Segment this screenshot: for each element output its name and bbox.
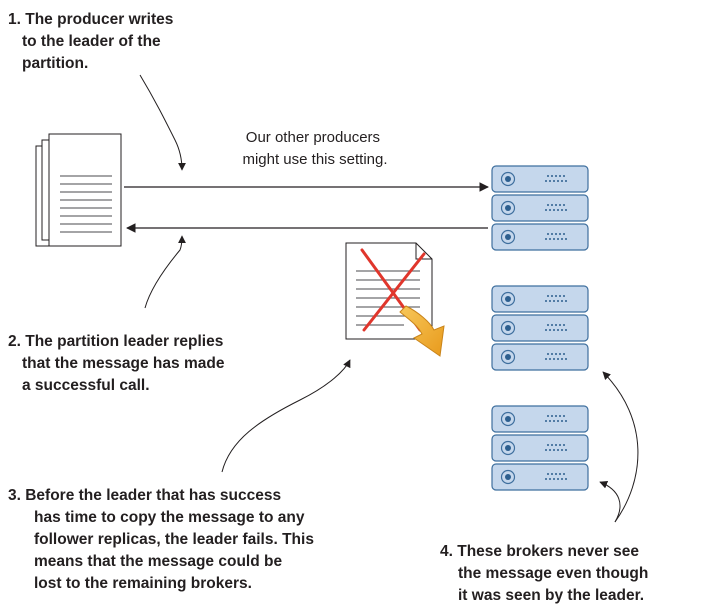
step4-line: it was seen by the leader.: [458, 587, 644, 604]
crossed-out-document-icon: [345, 242, 445, 357]
step3-callout: 3. Before the leader that has success ha…: [8, 487, 318, 592]
server-icon: [491, 463, 589, 491]
document-stack-icon: [35, 133, 122, 247]
leader-broker-stack: [491, 165, 589, 251]
step1-line: partition.: [22, 55, 88, 72]
step2-line: that the message has made: [22, 355, 225, 372]
step4-callout: 4. These brokers never see the message e…: [440, 543, 653, 604]
falling-arrow-icon: [399, 305, 445, 357]
step4-pointer: [602, 371, 639, 523]
step4-line: the message even though: [458, 565, 648, 582]
step2-line: a successful call.: [22, 377, 150, 394]
follower-broker-stack: [491, 405, 589, 491]
step3-line: has time to copy the message to any: [34, 509, 305, 526]
server-icon: [491, 165, 589, 193]
step3-line: means that the message could be: [34, 553, 282, 570]
step1-line: to the leader of the: [22, 33, 161, 50]
step4-line: 4. These brokers never see: [440, 543, 639, 560]
step3-line: follower replicas, the leader fails. Thi…: [34, 531, 314, 548]
server-icon: [491, 285, 589, 313]
note-line: Our other producers: [246, 129, 380, 146]
note-line: might use this setting.: [242, 151, 387, 168]
step1-callout: 1. The producer writes to the leader of …: [8, 11, 178, 72]
server-icon: [491, 405, 589, 433]
server-icon: [491, 343, 589, 371]
step4-pointer: [599, 480, 621, 523]
step1-line: 1. The producer writes: [8, 11, 173, 28]
step2-pointer: [144, 235, 186, 309]
step3-pointer: [221, 359, 351, 473]
server-icon: [491, 194, 589, 222]
server-icon: [491, 223, 589, 251]
step3-line: 3. Before the leader that has success: [8, 487, 281, 504]
server-icon: [491, 314, 589, 342]
step1-pointer: [139, 74, 186, 171]
follower-broker-stack: [491, 285, 589, 371]
server-icon: [491, 434, 589, 462]
producers-setting-note: Our other producers might use this setti…: [242, 129, 387, 168]
step2-line: 2. The partition leader replies: [8, 333, 223, 350]
step3-line: lost to the remaining brokers.: [34, 575, 252, 592]
step2-callout: 2. The partition leader replies that the…: [8, 333, 229, 394]
